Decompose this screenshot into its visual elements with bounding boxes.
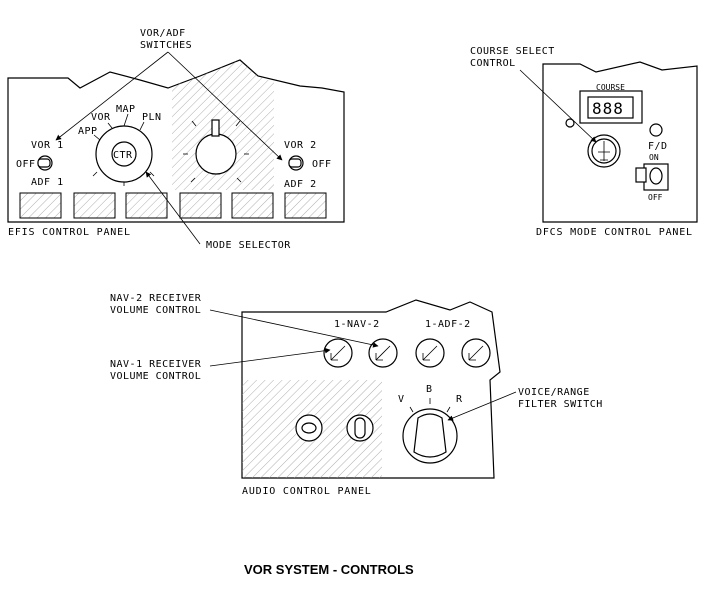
course-select-callout-line1: COURSE SELECT: [470, 46, 555, 57]
efis-button-2[interactable]: [73, 192, 116, 219]
fd-label: F/D: [648, 141, 668, 152]
nav2-callout-line1: NAV-2 RECEIVER: [110, 293, 202, 304]
nav1-volume-knob[interactable]: [323, 338, 353, 368]
fd-light: [649, 123, 663, 137]
mode-selector-leader: [145, 171, 201, 245]
voice-range-leader: [447, 391, 517, 421]
mode-map-label: MAP: [116, 104, 136, 115]
figure-caption: VOR SYSTEM - CONTROLS: [244, 562, 414, 577]
voice-range-filter-switch[interactable]: [402, 398, 458, 464]
course-select-knob[interactable]: [587, 134, 621, 168]
efis-button-1[interactable]: [19, 192, 62, 219]
efis-range-knob[interactable]: [183, 119, 249, 183]
voice-range-callout-line1: VOICE/RANGE: [518, 387, 590, 398]
vor-adf-callout-line2: SWITCHES: [140, 40, 192, 51]
audio-switch-left[interactable]: [295, 414, 323, 442]
dfcs-mode-control-panel: COURSE 888 F/D ON OFF DFCS MODE CONTROL …: [536, 61, 698, 238]
mode-vor-label: VOR: [91, 112, 111, 123]
off-right-label: OFF: [312, 159, 332, 170]
efis-button-4[interactable]: [179, 192, 222, 219]
nav-group-label: 1-NAV-2: [334, 319, 380, 330]
vor2-label: VOR 2: [284, 140, 317, 151]
mode-selector-callout: MODE SELECTOR: [206, 240, 291, 251]
filter-v-label: V: [398, 394, 405, 405]
course-select-leader: [519, 69, 597, 143]
efis-button-5[interactable]: [231, 192, 274, 219]
voice-range-callout-line2: FILTER SWITCH: [518, 399, 603, 410]
efis-button-6[interactable]: [284, 192, 327, 219]
adf2-label: ADF 2: [284, 179, 317, 190]
audio-control-panel: 1-NAV-2 1-ADF-2: [241, 299, 501, 497]
filter-r-label: R: [456, 394, 463, 405]
filter-b-label: B: [426, 384, 433, 395]
mode-selector-knob[interactable]: [92, 113, 155, 186]
course-readout: [587, 96, 634, 119]
dfcs-indicator-light: [565, 118, 575, 128]
fd-off-label: OFF: [648, 193, 663, 202]
nav1-callout-line2: VOLUME CONTROL: [110, 371, 201, 382]
vor-adf-leader-left: [55, 51, 169, 141]
adf2-volume-knob[interactable]: [461, 338, 491, 368]
adf1-volume-knob[interactable]: [415, 338, 445, 368]
efis-control-panel: VOR 1 OFF ADF 1 CTR APP VOR MAP PLN: [7, 59, 345, 238]
fd-on-label: ON: [649, 153, 659, 162]
course-label: COURSE: [596, 83, 625, 92]
efis-panel-title: EFIS CONTROL PANEL: [8, 227, 131, 238]
vor-adf-2-switch[interactable]: [288, 155, 304, 171]
dfcs-panel-title: DFCS MODE CONTROL PANEL: [536, 227, 693, 238]
off-left-label: OFF: [16, 159, 36, 170]
course-digits: 888: [592, 99, 624, 118]
adf-group-label: 1-ADF-2: [425, 319, 471, 330]
vor-adf-leader-right: [167, 51, 283, 161]
adf1-label: ADF 1: [31, 177, 64, 188]
mode-app-label: APP: [78, 126, 98, 137]
course-select-callout-line2: CONTROL: [470, 58, 516, 69]
vor1-label: VOR 1: [31, 140, 64, 151]
fd-switch[interactable]: [635, 163, 669, 191]
nav2-callout-line2: VOLUME CONTROL: [110, 305, 201, 316]
mode-pln-label: PLN: [142, 112, 162, 123]
nav1-leader: [209, 347, 331, 367]
audio-panel-title: AUDIO CONTROL PANEL: [242, 486, 372, 497]
audio-switch-right[interactable]: [346, 414, 374, 442]
vor-adf-1-switch[interactable]: [37, 155, 53, 171]
mode-knob-ctr-label: CTR: [113, 150, 133, 161]
nav2-leader: [209, 309, 379, 348]
nav1-callout-line1: NAV-1 RECEIVER: [110, 359, 202, 370]
nav2-volume-knob[interactable]: [368, 338, 398, 368]
vor-adf-callout-line1: VOR/ADF: [140, 28, 186, 39]
efis-button-3[interactable]: [125, 192, 168, 219]
